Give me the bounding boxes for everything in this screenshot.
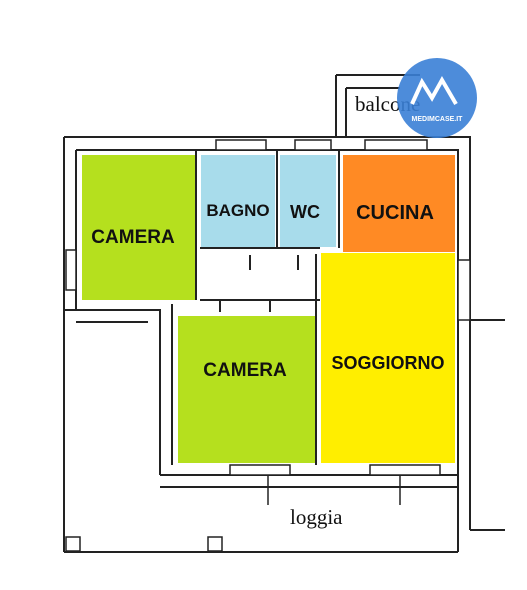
room-bagno xyxy=(201,155,275,247)
label-loggia: loggia xyxy=(290,505,343,529)
room-soggiorno xyxy=(321,253,455,463)
windows xyxy=(65,139,471,552)
logo-text: MEDIMCASE.IT xyxy=(412,116,464,123)
label-bagno: BAGNO xyxy=(206,201,269,220)
logo: MEDIMCASE.IT xyxy=(397,58,477,138)
walls xyxy=(63,74,505,553)
room-camera-center xyxy=(178,316,315,463)
label-cucina: CUCINA xyxy=(356,202,434,224)
label-camera-left: CAMERA xyxy=(91,227,175,248)
room-wc xyxy=(280,155,336,247)
label-soggiorno: SOGGIORNO xyxy=(331,353,444,373)
room-camera-left xyxy=(82,155,195,300)
room-cucina xyxy=(343,155,455,252)
label-camera-center: CAMERA xyxy=(203,360,287,381)
logo-house-icon xyxy=(410,75,458,106)
label-wc: WC xyxy=(290,202,320,222)
